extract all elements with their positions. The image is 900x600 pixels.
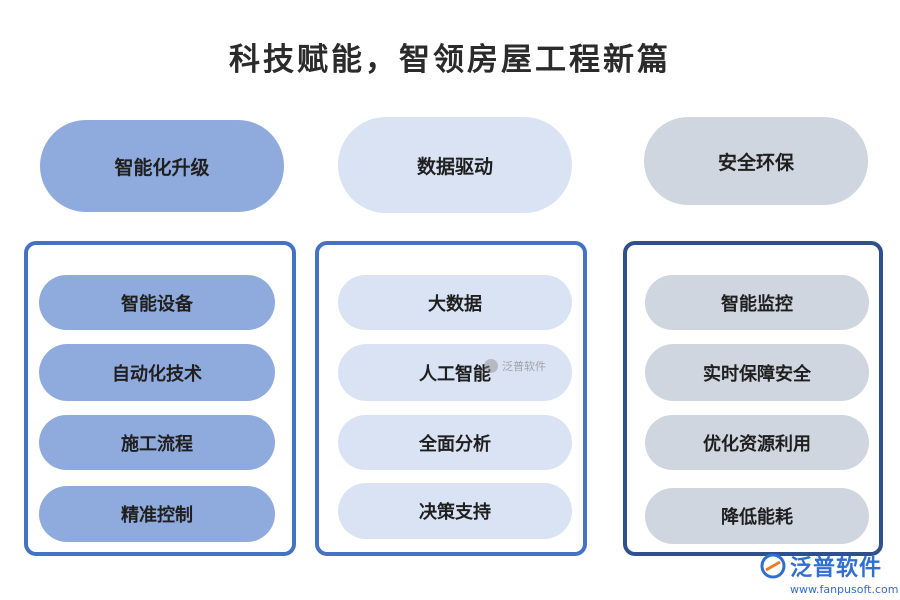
list-item: 智能设备 xyxy=(39,275,275,330)
list-item: 决策支持 xyxy=(338,483,572,539)
list-item: 全面分析 xyxy=(338,415,572,470)
brand-logo: 泛普软件 xyxy=(760,550,882,582)
watermark-text: 泛普软件 xyxy=(502,360,546,373)
page-title: 科技赋能，智领房屋工程新篇 xyxy=(229,42,671,78)
list-item: 实时保障安全 xyxy=(645,344,869,401)
watermark: 泛普软件 xyxy=(484,358,546,374)
watermark-icon xyxy=(484,359,498,373)
fanpu-logo-icon xyxy=(760,553,786,579)
list-item: 大数据 xyxy=(338,275,572,330)
list-item: 智能监控 xyxy=(645,275,869,330)
list-item: 自动化技术 xyxy=(39,344,275,401)
column-header-intelligent-upgrade: 智能化升级 xyxy=(40,120,284,212)
list-item: 人工智能 xyxy=(338,344,572,401)
brand-url: www.fanpusoft.com xyxy=(790,583,899,596)
column-header-safety-environment: 安全环保 xyxy=(644,117,868,205)
list-item: 降低能耗 xyxy=(645,488,869,544)
list-item: 优化资源利用 xyxy=(645,415,869,470)
list-item: 精准控制 xyxy=(39,486,275,542)
brand-name: 泛普软件 xyxy=(790,556,883,581)
list-item: 施工流程 xyxy=(39,415,275,470)
column-header-data-driven: 数据驱动 xyxy=(338,117,572,213)
